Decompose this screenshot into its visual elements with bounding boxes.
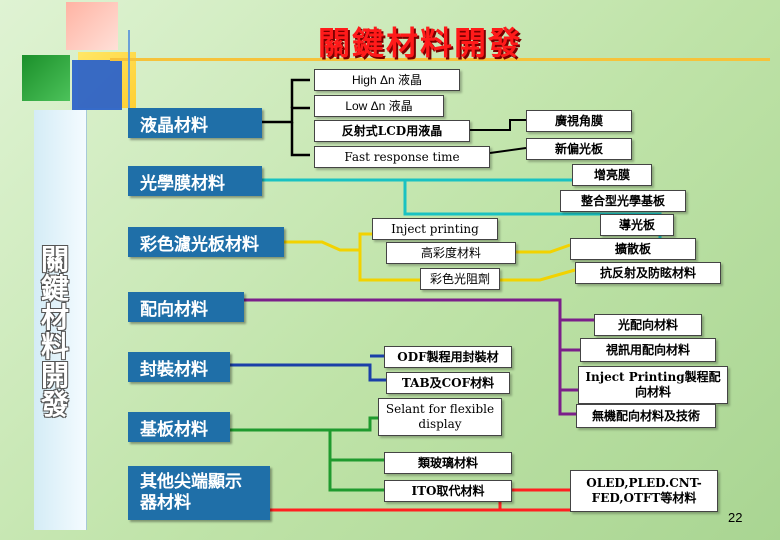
connector-sub-3 [330,416,378,432]
connector-pack [230,363,386,382]
page-title: 關鍵材料開發 [317,24,522,62]
item-brightness-film: 增亮膜 [572,164,652,186]
decor-line-vertical [128,30,130,110]
connector-lc-up [290,78,310,108]
item-sealant-flexible: Selant for flexible display [378,398,502,436]
item-video-alignment: 視訊用配向材料 [580,338,716,362]
category-alignment: 配向材料 [128,292,244,322]
category-packaging: 封裝材料 [128,352,230,382]
side-panel [34,110,87,530]
decor-square-red [66,2,118,50]
item-photo-alignment: 光配向材料 [594,314,702,336]
page-number: 22 [728,510,743,525]
item-diffuser: 擴散板 [570,238,696,260]
item-reflective-lcd: 反射式LCD用液晶 [314,120,470,142]
item-inject-printing: Inject printing [372,218,498,240]
category-label: 彩色濾光板材料 [140,234,259,255]
item-light-guide: 導光板 [600,214,674,236]
item-ito-replacement: ITO取代材料 [384,480,512,502]
category-label: 液晶材料 [140,115,208,136]
category-label: 其他尖端顯示器材料 [140,472,242,513]
connector-align-4 [558,390,576,416]
item-tab-cof: TAB及COF材料 [386,372,510,394]
category-label: 光學膜材料 [140,173,225,194]
connector-lc-down [290,122,310,157]
item-integrated-substrate: 整合型光學基板 [560,190,686,212]
connector-align-2 [558,300,594,322]
item-odf-sealant: ODF製程用封裝材 [384,346,512,368]
decor-square-green [22,55,70,101]
connector-cf [284,232,372,252]
category-other: 其他尖端顯示器材料 [128,466,270,520]
decor-square-blue [72,60,122,110]
item-high-saturation: 高彩度材料 [386,242,516,264]
category-substrate: 基板材料 [128,412,230,442]
category-color-filter: 彩色濾光板材料 [128,227,284,257]
category-label: 封裝材料 [140,359,208,380]
item-inject-alignment: Inject Printing製程配向材料 [578,366,728,404]
connector-lc [262,106,310,124]
item-wide-view-film: 廣視角膜 [526,110,632,132]
item-glass-like: 類玻璃材料 [384,452,512,474]
connector-lc-right [470,119,526,131]
category-label: 配向材料 [140,299,208,320]
connector-align [244,298,578,392]
connector-lc-right2 [489,147,527,154]
connector-cf-2 [358,250,420,282]
item-antireflection: 抗反射及防眩材料 [575,262,721,284]
side-label: 關鍵材料開發 [40,243,69,421]
item-color-photoresist: 彩色光阻劑 [420,268,500,290]
category-optical-film: 光學膜材料 [128,166,262,196]
item-new-polarizer: 新偏光板 [526,138,632,160]
item-high-dn: High Δn 液晶 [314,69,460,91]
connector-cf-4 [500,268,576,282]
category-liquid-crystal: 液晶材料 [128,108,262,138]
item-fast-response: Fast response time [314,146,490,168]
connector-cf-3 [516,243,571,254]
item-oled-materials: OLED,PLED.CNT-FED,OTFT等材料 [570,470,718,512]
item-low-dn: Low Δn 液晶 [314,95,444,117]
decor-line-top [110,58,770,61]
category-label: 基板材料 [140,419,208,440]
item-inorganic-alignment: 無機配向材料及技術 [576,404,716,428]
